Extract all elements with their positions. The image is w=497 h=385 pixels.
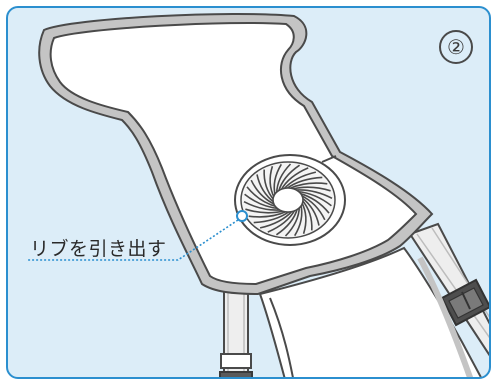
fan-blade xyxy=(256,174,275,204)
buckle-icon xyxy=(440,278,489,327)
fan-blade xyxy=(245,208,284,214)
fan-blade xyxy=(280,167,309,191)
fan-blade xyxy=(301,196,320,226)
fan-blade xyxy=(273,163,282,196)
step-number: ② xyxy=(439,30,473,64)
fan-blade xyxy=(283,171,317,190)
fan-blade xyxy=(284,206,301,237)
fan-blade xyxy=(248,210,287,218)
fan-blade xyxy=(301,199,313,231)
fan-blade xyxy=(259,210,293,229)
buckle-icon xyxy=(219,371,253,377)
callout-marker xyxy=(236,210,248,222)
fan-blade xyxy=(289,182,328,190)
fan-blade xyxy=(292,186,331,192)
callout-leader-line xyxy=(28,219,239,261)
fan-blade xyxy=(277,164,301,192)
left-strap xyxy=(219,283,253,377)
fan-blade xyxy=(300,202,307,234)
fan-blade xyxy=(253,210,290,224)
fan-blade xyxy=(299,192,330,214)
callout-label: リブを引き出す xyxy=(30,238,167,260)
fan-vest-illustration xyxy=(28,12,489,377)
fan-blade xyxy=(294,204,303,237)
fan-blade xyxy=(244,193,279,210)
fan-blade xyxy=(250,179,276,206)
right-strap xyxy=(408,222,489,357)
fan-blade xyxy=(275,208,299,236)
fan-blade xyxy=(300,194,326,221)
lower-garment xyxy=(258,246,482,377)
fan-blade xyxy=(275,163,292,194)
fan-blade xyxy=(263,169,275,201)
fan-blade xyxy=(246,186,277,208)
fan-blade xyxy=(269,166,276,198)
fan-blade xyxy=(294,189,333,200)
fan-blade xyxy=(243,200,282,211)
fan-blade xyxy=(286,176,323,190)
fan-blade xyxy=(297,190,332,207)
illustration-panel: ② リブを引き出す xyxy=(6,6,491,379)
fan-icon xyxy=(234,154,346,246)
fan-blade xyxy=(267,209,296,233)
strap-adjuster-icon xyxy=(220,353,252,369)
